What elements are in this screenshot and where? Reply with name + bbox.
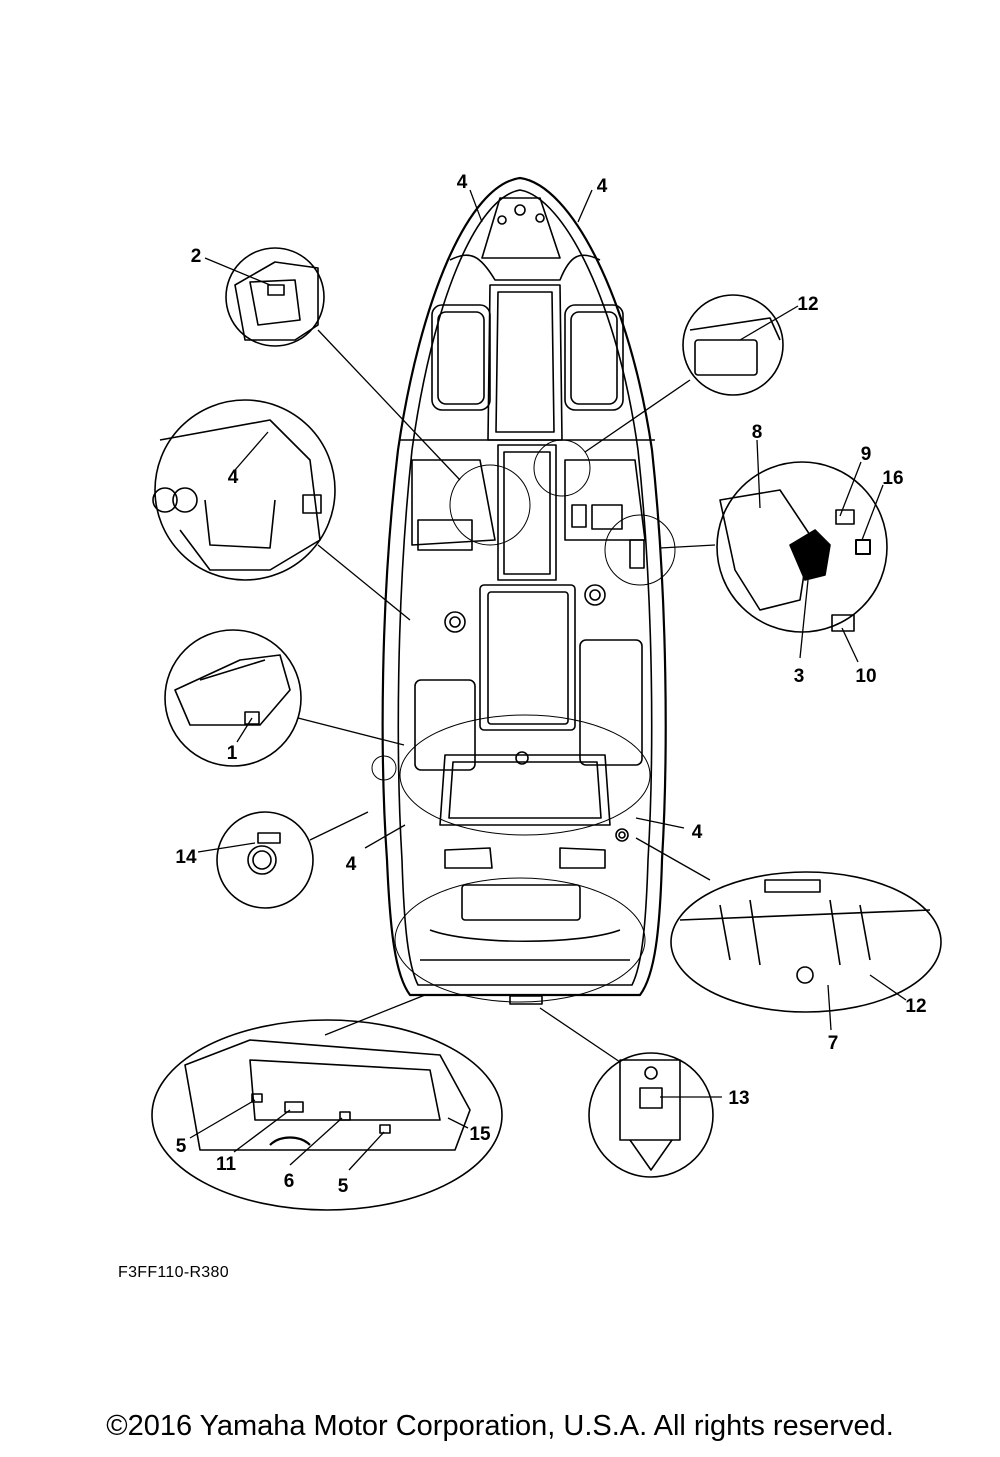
callout-16: 16 bbox=[882, 468, 903, 489]
detail-circle-2 bbox=[225, 247, 325, 347]
boat-hull bbox=[371, 176, 676, 1005]
callout-12-top: 12 bbox=[797, 294, 818, 315]
callout-4-stern-port: 4 bbox=[346, 854, 357, 875]
callout-13: 13 bbox=[728, 1088, 749, 1109]
detail-circle-helm bbox=[716, 461, 888, 633]
callout-6: 6 bbox=[284, 1171, 295, 1192]
detail-circle-14 bbox=[216, 811, 314, 909]
callout-4-stern-starboard: 4 bbox=[692, 822, 703, 843]
callout-5-right: 5 bbox=[338, 1176, 349, 1197]
callout-7: 7 bbox=[828, 1033, 839, 1054]
detail-circle-13 bbox=[588, 1052, 714, 1178]
callout-8: 8 bbox=[752, 422, 763, 443]
callout-9: 9 bbox=[861, 444, 872, 465]
callout-5-left: 5 bbox=[176, 1136, 187, 1157]
callout-12-bottom: 12 bbox=[905, 996, 926, 1017]
callout-11: 11 bbox=[216, 1154, 237, 1175]
detail-circle-12-bottom bbox=[670, 871, 942, 1013]
callout-4-bow-starboard: 4 bbox=[597, 176, 608, 197]
copyright-notice: ©2016 Yamaha Motor Corporation, U.S.A. A… bbox=[106, 1410, 894, 1442]
callout-4-left: 4 bbox=[228, 467, 239, 488]
callout-10: 10 bbox=[855, 666, 876, 687]
callout-14: 14 bbox=[175, 847, 197, 868]
detail-circle-4-left bbox=[152, 399, 336, 581]
callout-15: 15 bbox=[469, 1124, 491, 1145]
callout-1: 1 bbox=[227, 743, 238, 764]
detail-circle-12-top bbox=[682, 294, 784, 396]
callout-2: 2 bbox=[191, 246, 202, 267]
detail-circle-1 bbox=[164, 629, 302, 767]
diagram-code: F3FF110-R380 bbox=[118, 1264, 229, 1281]
leader-lines bbox=[189, 189, 907, 1171]
callout-3: 3 bbox=[794, 666, 805, 687]
detail-ellipse-stern-storage bbox=[151, 1019, 503, 1211]
callout-labels: 4 4 2 12 8 9 16 4 3 10 1 4 14 4 12 7 13 … bbox=[175, 172, 926, 1197]
callout-4-bow-port: 4 bbox=[457, 172, 468, 193]
